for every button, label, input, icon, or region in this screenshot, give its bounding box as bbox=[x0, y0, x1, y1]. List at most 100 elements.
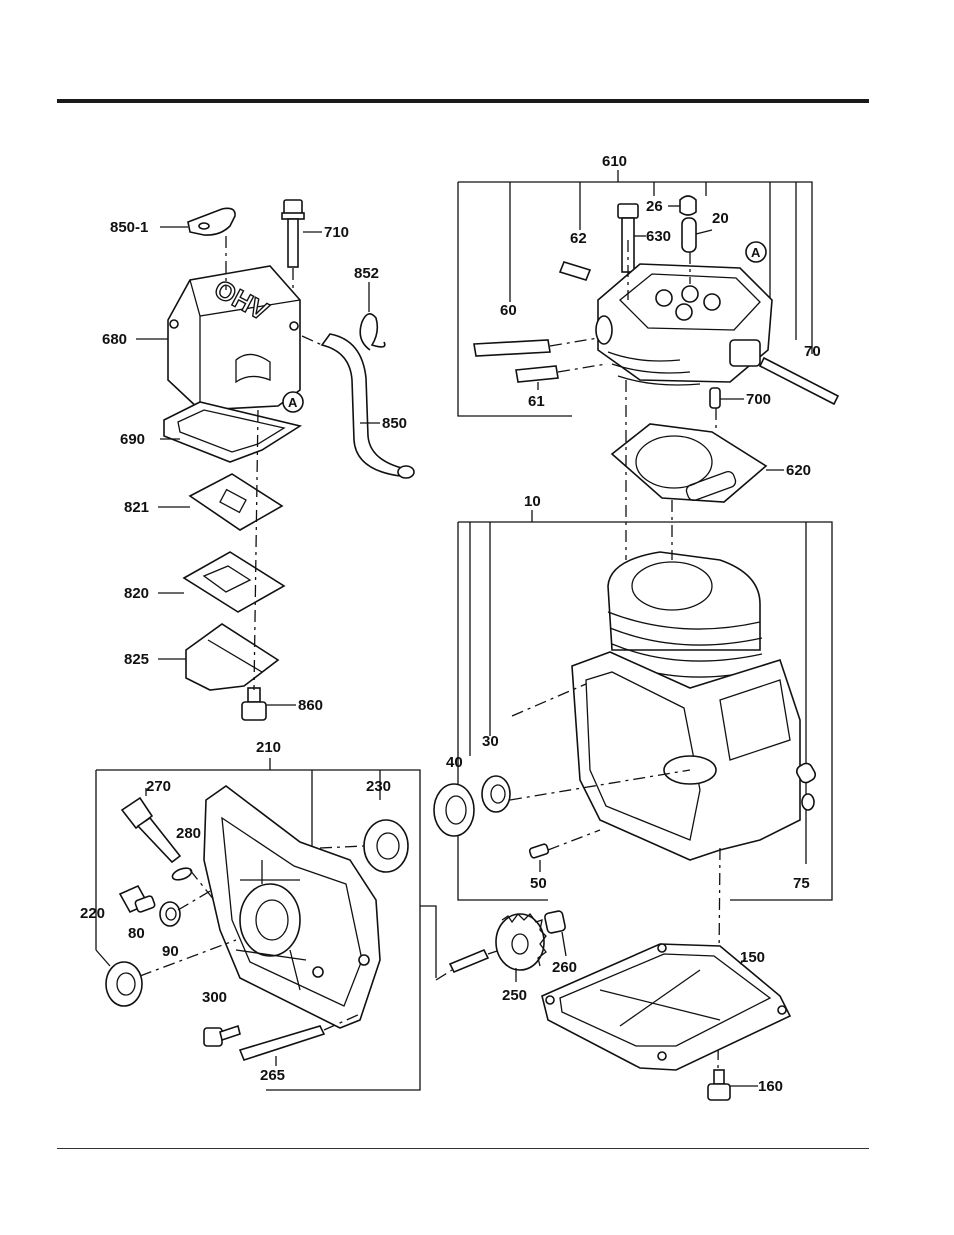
label-210: 210 bbox=[256, 739, 281, 756]
washer-90 bbox=[160, 902, 180, 926]
axis-hose bbox=[302, 336, 322, 345]
bolt-860-head bbox=[242, 702, 266, 720]
label-160: 160 bbox=[758, 1078, 783, 1095]
head-exhaust-flange bbox=[730, 340, 760, 366]
o-ring-280 bbox=[171, 866, 193, 882]
label-220: 220 bbox=[80, 905, 105, 922]
head-port bbox=[682, 286, 698, 302]
cover-screw-hole bbox=[290, 322, 298, 330]
head-gasket-620 bbox=[612, 424, 766, 502]
bolt-860-shank bbox=[248, 688, 260, 702]
valve-guide-20 bbox=[682, 218, 696, 252]
label-820: 820 bbox=[124, 585, 149, 602]
head-port bbox=[704, 294, 720, 310]
axis-90 bbox=[178, 890, 212, 910]
bolt-160-shank bbox=[714, 1070, 724, 1084]
label-710: 710 bbox=[324, 224, 349, 241]
label-30: 30 bbox=[482, 733, 499, 750]
bolt-710-shank bbox=[288, 219, 298, 267]
label-280: 280 bbox=[176, 825, 201, 842]
ref-mark-a: A bbox=[288, 395, 298, 410]
lower-group: 250 260 150 160 bbox=[420, 906, 790, 1100]
label-825: 825 bbox=[124, 651, 149, 668]
gear-pin-260 bbox=[544, 910, 566, 933]
label-80: 80 bbox=[128, 925, 145, 942]
label-850-1: 850-1 bbox=[110, 219, 148, 236]
valve-cap-26 bbox=[680, 196, 696, 215]
label-690: 690 bbox=[120, 431, 145, 448]
label-20: 20 bbox=[712, 210, 729, 227]
stud-70 bbox=[760, 358, 838, 404]
label-61: 61 bbox=[528, 393, 545, 410]
bolt-710-flange bbox=[282, 213, 304, 219]
ball-bearing-40 bbox=[434, 784, 474, 836]
ref-mark-a: A bbox=[751, 245, 761, 260]
bolt-300-shank bbox=[220, 1026, 240, 1040]
label-70: 70 bbox=[804, 343, 821, 360]
label-860: 860 bbox=[298, 697, 323, 714]
label-265: 265 bbox=[260, 1067, 285, 1084]
breather-hose-850 bbox=[322, 334, 410, 476]
label-630: 630 bbox=[646, 228, 671, 245]
label-821: 821 bbox=[124, 499, 149, 516]
axis-61 bbox=[558, 364, 606, 372]
oil-seal-220 bbox=[106, 962, 142, 1006]
bolt-300-head bbox=[204, 1028, 222, 1046]
axis-230 bbox=[320, 846, 364, 848]
pan-bolt-hole bbox=[658, 944, 666, 952]
bolt-710-head bbox=[284, 200, 302, 214]
label-260: 260 bbox=[552, 959, 577, 976]
label-62: 62 bbox=[570, 230, 587, 247]
cover-screw-hole bbox=[170, 320, 178, 328]
label-10: 10 bbox=[524, 493, 541, 510]
shaft-265 bbox=[240, 1026, 324, 1060]
cylinder-head-group: 610 26 20 630 62 A bbox=[458, 153, 838, 502]
crankcase-cover-group: 210 230 270 280 8 bbox=[80, 739, 420, 1090]
label-852: 852 bbox=[354, 265, 379, 282]
label-75: 75 bbox=[793, 875, 810, 892]
label-270: 270 bbox=[146, 778, 171, 795]
pan-bolt-hole bbox=[778, 1006, 786, 1014]
stud-60 bbox=[474, 340, 550, 356]
cover-bearing-boss bbox=[240, 884, 300, 956]
gasket-690 bbox=[164, 402, 300, 462]
pan-bolt-hole bbox=[546, 996, 554, 1004]
stud-62 bbox=[560, 262, 590, 280]
label-230: 230 bbox=[366, 778, 391, 795]
label-620: 620 bbox=[786, 462, 811, 479]
bolt-160-head bbox=[708, 1084, 730, 1100]
plate-820 bbox=[184, 552, 284, 612]
dowel-50 bbox=[529, 843, 549, 858]
label-250: 250 bbox=[502, 987, 527, 1004]
label-60: 60 bbox=[500, 302, 517, 319]
dowel-700 bbox=[710, 388, 720, 408]
axis-60 bbox=[550, 338, 598, 346]
axis-50 bbox=[548, 830, 600, 850]
label-150: 150 bbox=[740, 949, 765, 966]
head-port bbox=[656, 290, 672, 306]
bracket-hole bbox=[199, 223, 209, 229]
stud-61 bbox=[516, 366, 558, 382]
rocker-cover-group: 850-1 710 852 OHV 680 A bbox=[102, 200, 414, 720]
plate-821 bbox=[190, 474, 282, 530]
dipstick-270-stem bbox=[138, 818, 180, 862]
hose-end bbox=[398, 466, 414, 478]
leader-20 bbox=[696, 230, 712, 234]
leader-260 bbox=[562, 932, 566, 956]
label-300: 300 bbox=[202, 989, 227, 1006]
head-port bbox=[676, 304, 692, 320]
label-50: 50 bbox=[530, 875, 547, 892]
label-90: 90 bbox=[162, 943, 179, 960]
baffle-825 bbox=[186, 624, 278, 690]
head-intake-port bbox=[596, 316, 612, 344]
bracket-850-1 bbox=[188, 208, 235, 235]
label-26: 26 bbox=[646, 198, 663, 215]
axis-220 bbox=[140, 940, 236, 976]
pan-bolt-hole bbox=[658, 1052, 666, 1060]
label-610: 610 bbox=[602, 153, 627, 170]
label-700: 700 bbox=[746, 391, 771, 408]
seal-75 bbox=[802, 794, 814, 810]
cover-bolt-hole bbox=[313, 967, 323, 977]
